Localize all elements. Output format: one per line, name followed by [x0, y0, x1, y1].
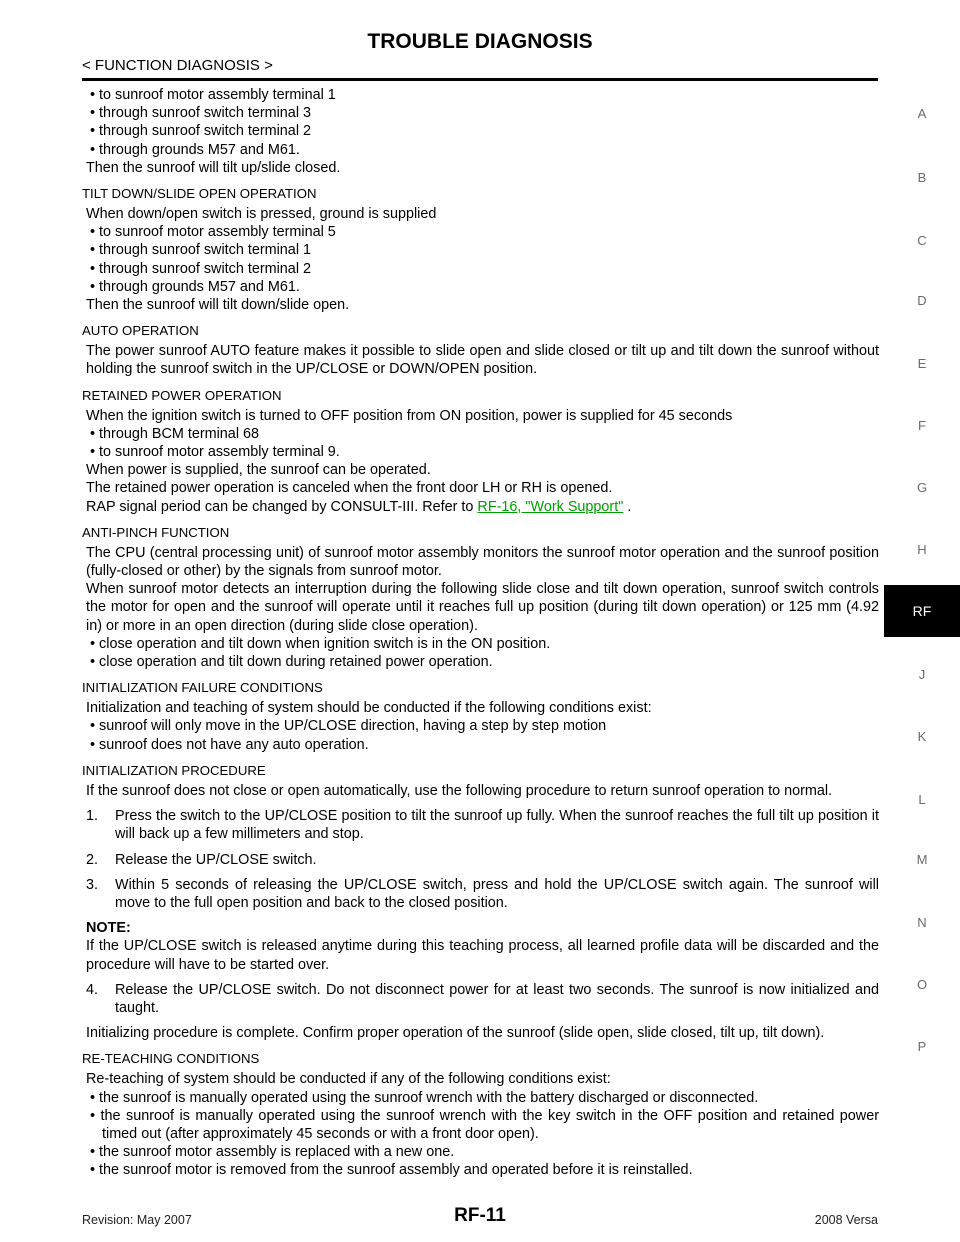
paragraph: The CPU (central processing unit) of sun…: [86, 544, 879, 580]
init-fail-block: Initialization and teaching of system sh…: [82, 699, 879, 754]
tab-k[interactable]: K: [917, 729, 927, 744]
tab-a[interactable]: A: [917, 106, 927, 121]
list-item: to sunroof motor assembly terminal 9.: [86, 443, 879, 461]
step-1: 1. Press the switch to the UP/CLOSE posit…: [86, 807, 879, 843]
section-heading-reteach: RE-TEACHING CONDITIONS: [82, 1051, 260, 1067]
step-4: 4. Release the UP/CLOSE switch. Do not di…: [86, 981, 879, 1017]
paragraph: Initialization and teaching of system sh…: [86, 700, 652, 717]
main-content: to sunroof motor assembly terminal 1 thr…: [82, 86, 879, 1180]
tab-o[interactable]: O: [916, 977, 928, 992]
list-item: through sunroof switch terminal 2: [86, 260, 879, 278]
paragraph: The retained power operation is canceled…: [86, 480, 613, 497]
tab-f[interactable]: F: [918, 418, 926, 433]
step-number: 3.: [86, 876, 99, 893]
paragraph: When power is supplied, the sunroof can …: [86, 462, 431, 479]
tab-c[interactable]: C: [917, 233, 927, 248]
paragraph: Then the sunroof will tilt down/slide op…: [86, 297, 350, 314]
list-item: through BCM terminal 68: [86, 425, 879, 443]
tab-m[interactable]: M: [916, 852, 928, 867]
work-support-link[interactable]: RF-16, "Work Support": [477, 498, 624, 515]
tab-g[interactable]: G: [916, 480, 928, 495]
list-item: the sunroof motor assembly is replaced w…: [86, 1143, 879, 1161]
section-heading-retained: RETAINED POWER OPERATION: [82, 387, 282, 403]
tab-l[interactable]: L: [918, 792, 926, 807]
paragraph: If the sunroof does not close or open au…: [86, 782, 833, 799]
note-label: NOTE:: [86, 920, 131, 937]
tab-j[interactable]: J: [918, 667, 926, 682]
paragraph: Re-teaching of system should be conducte…: [86, 1071, 611, 1088]
intro-block: to sunroof motor assembly terminal 1 thr…: [82, 86, 879, 177]
list-item: sunroof will only move in the UP/CLOSE d…: [86, 717, 879, 735]
tab-h[interactable]: H: [917, 542, 927, 557]
retained-block: When the ignition switch is turned to OF…: [82, 407, 879, 516]
paragraph: RAP signal period can be changed by CONS…: [86, 498, 879, 516]
text: RAP signal period can be changed by CONS…: [86, 498, 478, 515]
tab-p[interactable]: P: [917, 1039, 927, 1054]
reteach-block: Re-teaching of system should be conducte…: [82, 1070, 879, 1179]
paragraph: When the ignition switch is turned to OF…: [86, 407, 733, 424]
tab-rf[interactable]: RF: [884, 585, 960, 637]
paragraph: Initializing procedure is complete. Conf…: [86, 1025, 825, 1042]
step-number: 2.: [86, 851, 99, 868]
step-text: Release the UP/CLOSE switch. Do not disc…: [115, 981, 879, 1016]
step-text: Press the switch to the UP/CLOSE positio…: [115, 808, 879, 843]
list-item: through sunroof switch terminal 3: [86, 104, 879, 122]
init-closing-block: Initializing procedure is complete. Conf…: [82, 1024, 879, 1042]
list-item: to sunroof motor assembly terminal 5: [86, 223, 879, 241]
step-2: 2. Release the UP/CLOSE switch.: [86, 851, 879, 869]
page-title: TROUBLE DIAGNOSIS: [367, 30, 593, 53]
tilt-down-block: When down/open switch is pressed, ground…: [82, 205, 879, 314]
list-item: through sunroof switch terminal 2: [86, 122, 879, 140]
step-number: 4.: [86, 981, 99, 998]
list-item: the sunroof is manually operated using t…: [86, 1107, 879, 1143]
list-item: the sunroof is manually operated using t…: [86, 1089, 879, 1107]
anti-pinch-block: The CPU (central processing unit) of sun…: [82, 544, 879, 671]
section-heading-init-proc: INITIALIZATION PROCEDURE: [82, 762, 266, 778]
list-item: through sunroof switch terminal 1: [86, 241, 879, 259]
list-item: close operation and tilt down when ignit…: [86, 635, 879, 653]
note-block: NOTE: If the UP/CLOSE switch is released…: [82, 919, 879, 974]
step-number: 1.: [86, 808, 99, 825]
step-text: Release the UP/CLOSE switch.: [115, 851, 317, 868]
list-item: through grounds M57 and M61.: [86, 278, 879, 296]
auto-block: The power sunroof AUTO feature makes it …: [82, 342, 879, 378]
step-text: Within 5 seconds of releasing the UP/CLO…: [115, 876, 879, 911]
tab-e[interactable]: E: [917, 356, 927, 371]
note-text: If the UP/CLOSE switch is released anyti…: [86, 938, 879, 973]
section-subtitle: < FUNCTION DIAGNOSIS >: [82, 57, 273, 74]
list-item: through grounds M57 and M61.: [86, 141, 879, 159]
section-heading-tilt-down: TILT DOWN/SLIDE OPEN OPERATION: [82, 186, 317, 202]
tab-n[interactable]: N: [917, 915, 927, 930]
list-item: to sunroof motor assembly terminal 1: [86, 86, 879, 104]
init-proc-block: If the sunroof does not close or open au…: [82, 782, 879, 800]
section-heading-anti-pinch: ANTI-PINCH FUNCTION: [82, 524, 230, 540]
paragraph: The power sunroof AUTO feature makes it …: [86, 343, 879, 378]
paragraph: When sunroof motor detects an interrupti…: [86, 581, 879, 634]
tab-d[interactable]: D: [917, 293, 927, 308]
section-heading-init-fail: INITIALIZATION FAILURE CONDITIONS: [82, 680, 323, 696]
text: .: [623, 498, 632, 515]
footer-revision: Revision: May 2007: [82, 1213, 192, 1227]
step-3: 3. Within 5 seconds of releasing the UP/C…: [86, 876, 879, 912]
list-item: sunroof does not have any auto operation…: [86, 736, 879, 754]
tab-b[interactable]: B: [917, 170, 927, 185]
paragraph: When down/open switch is pressed, ground…: [86, 206, 437, 223]
page-number: RF-11: [454, 1205, 506, 1226]
footer-model: 2008 Versa: [814, 1213, 878, 1227]
list-item: close operation and tilt down during ret…: [86, 653, 879, 671]
list-item: the sunroof motor is removed from the su…: [86, 1161, 879, 1179]
intro-closing: Then the sunroof will tilt up/slide clos…: [86, 159, 341, 176]
section-heading-auto: AUTO OPERATION: [82, 323, 199, 339]
header-rule: [82, 78, 878, 81]
